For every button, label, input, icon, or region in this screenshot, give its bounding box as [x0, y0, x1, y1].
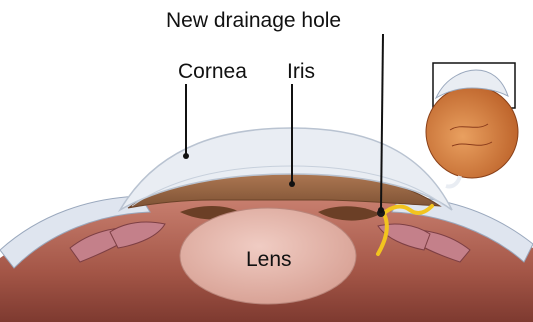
inset-optic-nerve — [446, 176, 460, 187]
label-iris: Iris — [287, 61, 315, 82]
leader-dot-cornea — [183, 153, 189, 159]
label-new-drainage-hole: New drainage hole — [166, 10, 341, 31]
label-cornea: Cornea — [178, 61, 247, 82]
label-lens: Lens — [246, 249, 292, 270]
leader-dot-drainage — [378, 207, 384, 213]
inset-eye-globe — [426, 86, 518, 178]
leader-dot-iris — [289, 181, 295, 187]
